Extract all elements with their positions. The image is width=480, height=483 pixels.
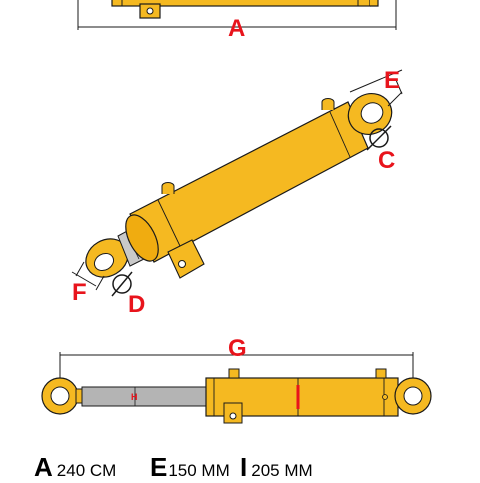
dimension-f: F: [71, 261, 105, 306]
top-cylinder-body: [111, 0, 371, 7]
dimension-a: A: [77, 0, 397, 42]
dimension-c: C: [366, 125, 395, 174]
label-a: A: [228, 15, 245, 42]
spec-i-letter: I: [240, 452, 248, 482]
iso-barrel: [129, 101, 369, 263]
spec-a-letter: A: [34, 452, 53, 482]
label-e: E: [384, 67, 400, 94]
spec-i: I 205 MM: [240, 452, 313, 483]
spec-e-value: 150 MM: [168, 461, 230, 480]
dimension-e: E: [349, 67, 403, 107]
dimension-d: D: [111, 271, 145, 318]
label-f: F: [72, 279, 87, 306]
label-c: C: [378, 147, 395, 174]
spec-e-letter: E: [150, 452, 168, 482]
side-port-1: [228, 368, 240, 379]
label-h: H: [131, 392, 138, 402]
side-cylinder-view: H: [41, 368, 432, 424]
spec-e: E 150 MM: [150, 452, 230, 483]
label-d: D: [128, 291, 145, 318]
side-rod: [81, 386, 207, 407]
side-port-2: [375, 368, 387, 379]
top-cylinder-view: [111, 0, 379, 19]
spec-a: A 240 CM: [34, 452, 116, 483]
spec-a-value: 240 CM: [56, 461, 117, 480]
iso-mount: [167, 239, 205, 279]
label-g: G: [228, 335, 247, 362]
spec-i-value: 205 MM: [251, 461, 313, 480]
isometric-cylinder-view: [85, 93, 393, 279]
